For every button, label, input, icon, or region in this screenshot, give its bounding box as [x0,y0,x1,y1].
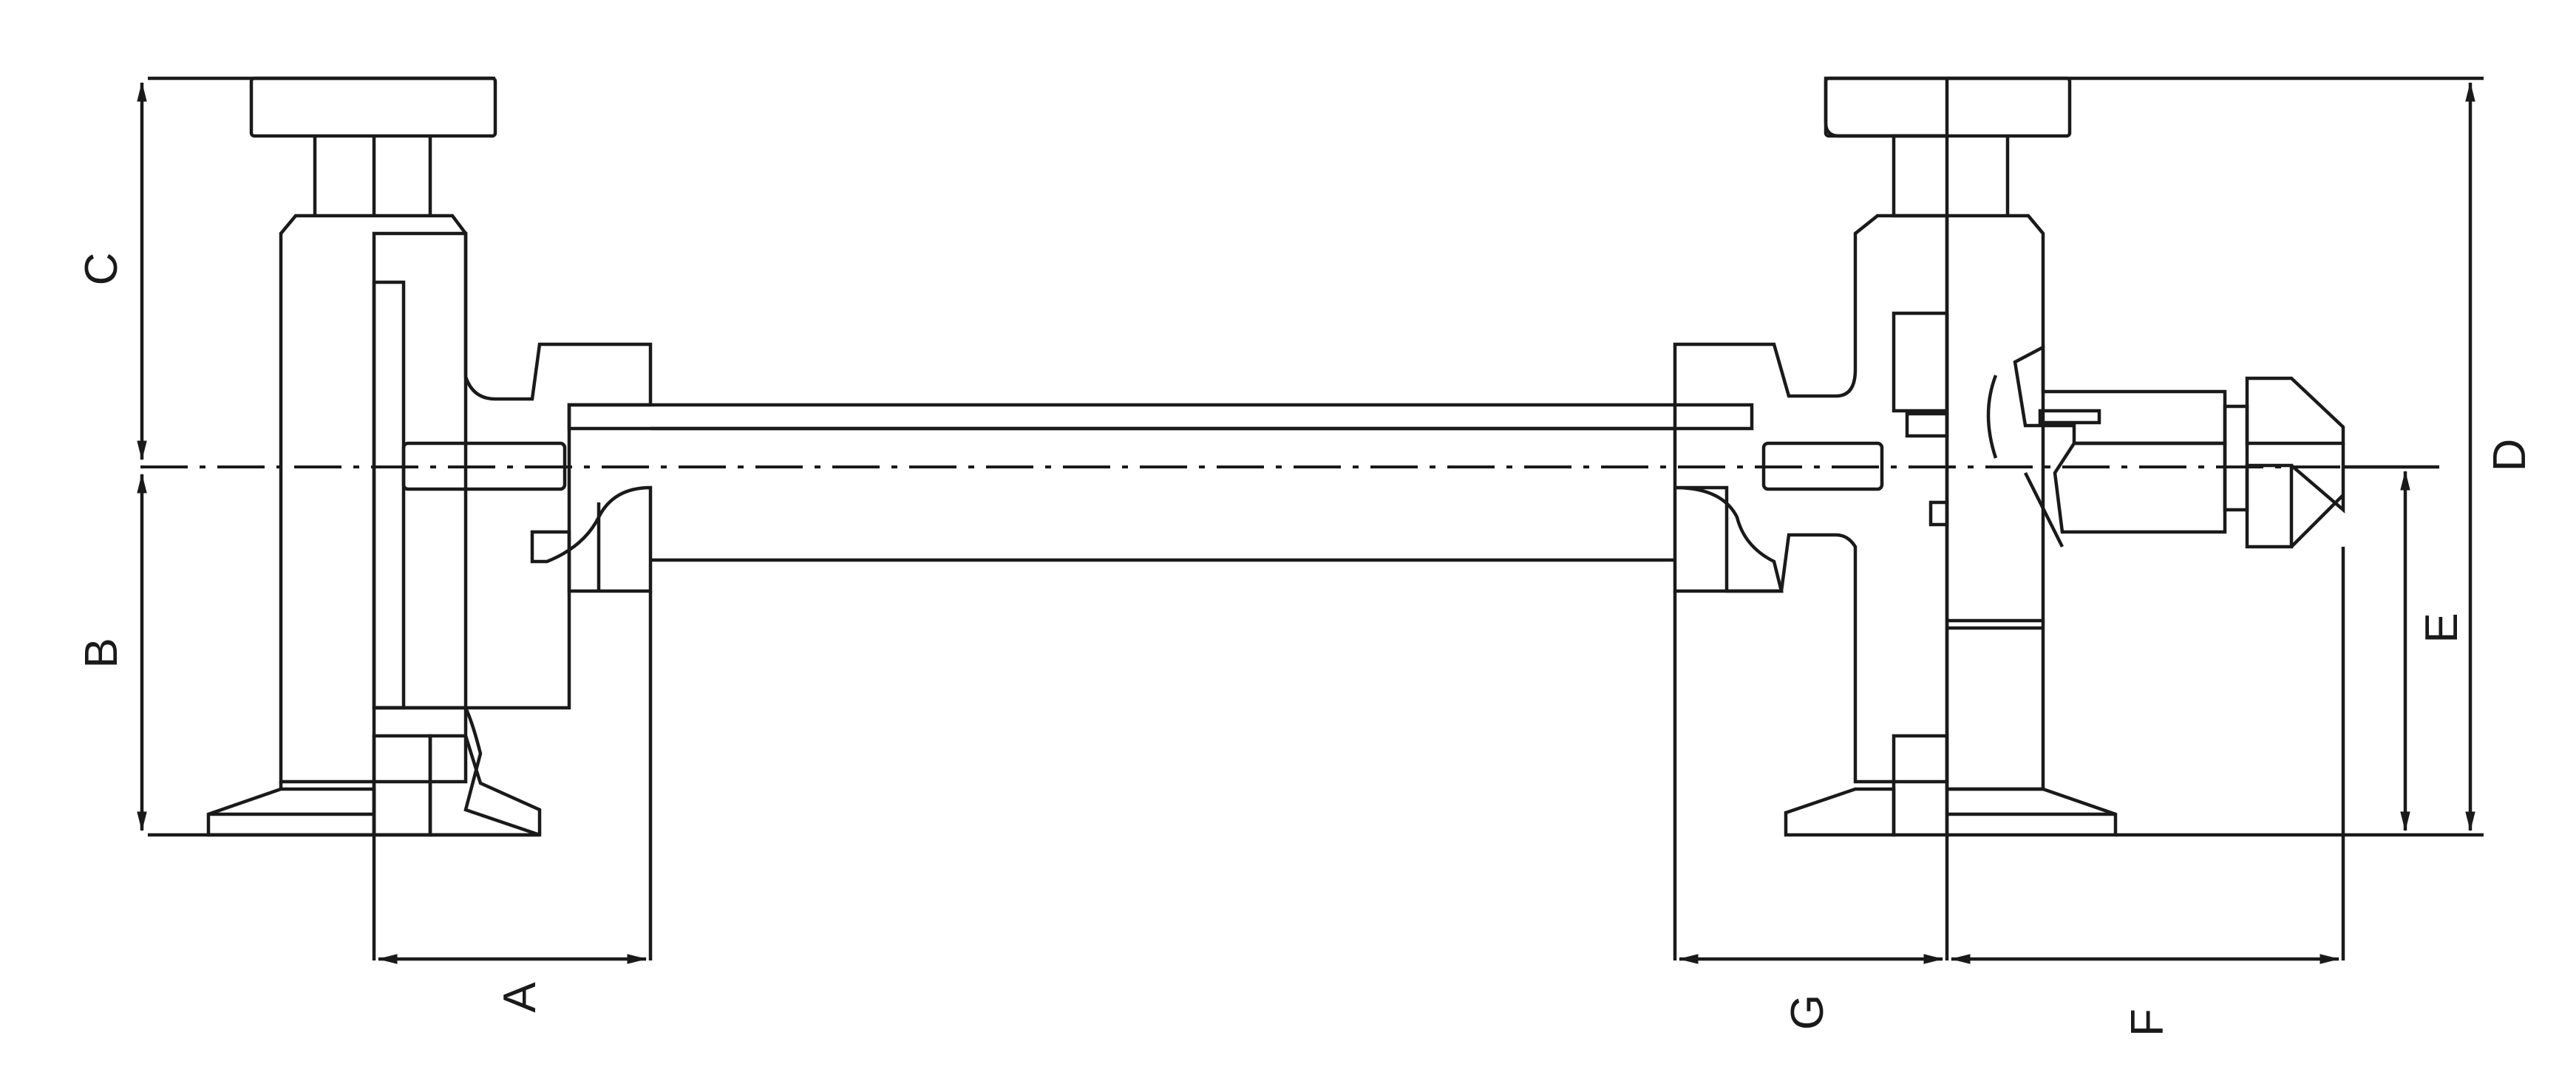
left-handwheel [249,76,497,138]
label-a: A [495,982,546,1013]
right-body-section [1673,214,1949,784]
right-lower-collar [1784,787,1896,837]
left-body-outline [279,214,468,784]
right-ferrule [1945,787,2118,837]
dimension-lines [137,81,2475,964]
left-stem [313,136,432,216]
label-f: F [2122,1009,2173,1037]
label-c: C [76,253,127,286]
right-port-cap [2245,376,2345,446]
label-e: E [2416,612,2467,643]
sight-tube [567,403,1754,562]
left-lower-collar [372,706,540,837]
label-b: B [76,638,127,668]
right-side-port [2013,344,2227,446]
left-body-section [372,231,653,710]
left-valve [206,76,653,837]
right-body-outline [1945,214,2045,791]
right-valve [1673,76,2345,837]
tube-wall-section [567,403,1754,431]
label-g: G [1782,994,1833,1030]
dimension-labels: C B D E A G F [76,253,2535,1037]
label-d: D [2484,439,2535,472]
left-ferrule [206,787,376,837]
left-clamp [530,485,653,593]
extension-lines [148,76,2484,960]
